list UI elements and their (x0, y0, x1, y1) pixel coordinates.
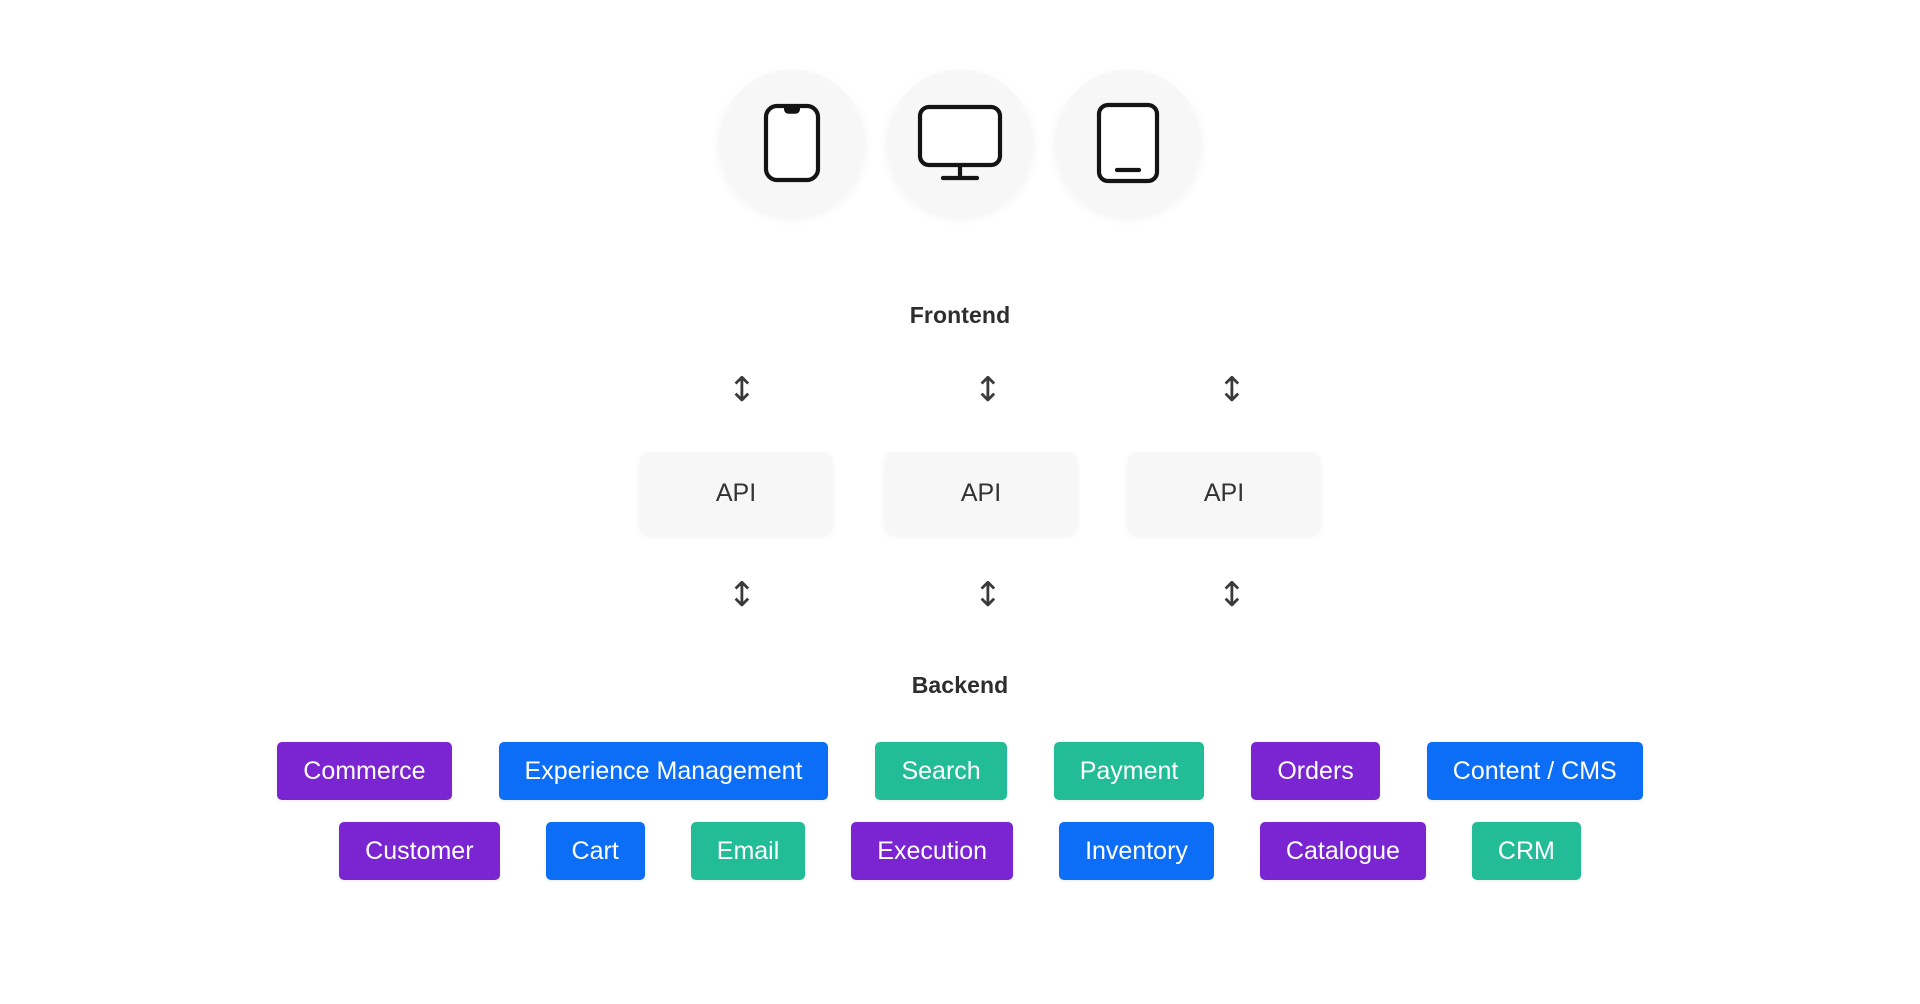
connector-arrow-api-backend-1: ↕ (973, 575, 1003, 615)
device-circle-desktop[interactable] (887, 70, 1033, 216)
connector-arrow-api-backend-0: ↕ (727, 575, 757, 615)
desktop-monitor-icon (917, 104, 1003, 182)
tablet-icon (1096, 102, 1160, 184)
connector-arrow-frontend-api-0: ↕ (727, 370, 757, 410)
backend-tag-row-2: Customer Cart Email Execution Inventory Catal… (0, 822, 1920, 880)
frontend-device-row (0, 70, 1920, 216)
connector-arrow-frontend-api-2: ↕ (1217, 370, 1247, 410)
mobile-phone-icon (763, 103, 821, 183)
backend-tag[interactable]: Commerce (277, 742, 452, 800)
device-circle-tablet[interactable] (1055, 70, 1201, 216)
backend-tag[interactable]: Inventory (1059, 822, 1214, 880)
backend-tag[interactable]: Customer (339, 822, 500, 880)
backend-tag[interactable]: Content / CMS (1426, 742, 1643, 800)
backend-service-tags: Commerce Experience Management Search Payme… (0, 742, 1920, 880)
connector-row-bottom: ↕ ↕ ↕ (0, 573, 1920, 621)
backend-tag[interactable]: Catalogue (1259, 822, 1426, 880)
backend-tag[interactable]: Email (690, 822, 806, 880)
api-box-2[interactable]: API (1128, 452, 1320, 534)
frontend-section-label: Frontend (909, 302, 1011, 328)
backend-tag[interactable]: CRM (1471, 822, 1581, 880)
device-circle-mobile[interactable] (719, 70, 865, 216)
backend-tag[interactable]: Orders (1251, 742, 1380, 800)
api-box-1[interactable]: API (885, 452, 1077, 534)
backend-tag[interactable]: Payment (1053, 742, 1205, 800)
backend-tag-row-1: Commerce Experience Management Search Payme… (0, 742, 1920, 800)
connector-arrow-api-backend-2: ↕ (1217, 575, 1247, 615)
backend-tag[interactable]: Search (875, 742, 1007, 800)
backend-tag[interactable]: Experience Management (498, 742, 829, 800)
connector-row-top: ↕ ↕ ↕ (0, 368, 1920, 416)
connector-arrow-frontend-api-1: ↕ (973, 370, 1003, 410)
api-box-0[interactable]: API (640, 452, 832, 534)
api-layer-row: API API API (0, 452, 1920, 540)
backend-tag[interactable]: Cart (545, 822, 645, 880)
backend-section-label: Backend (911, 672, 1009, 698)
backend-tag[interactable]: Execution (851, 822, 1014, 880)
